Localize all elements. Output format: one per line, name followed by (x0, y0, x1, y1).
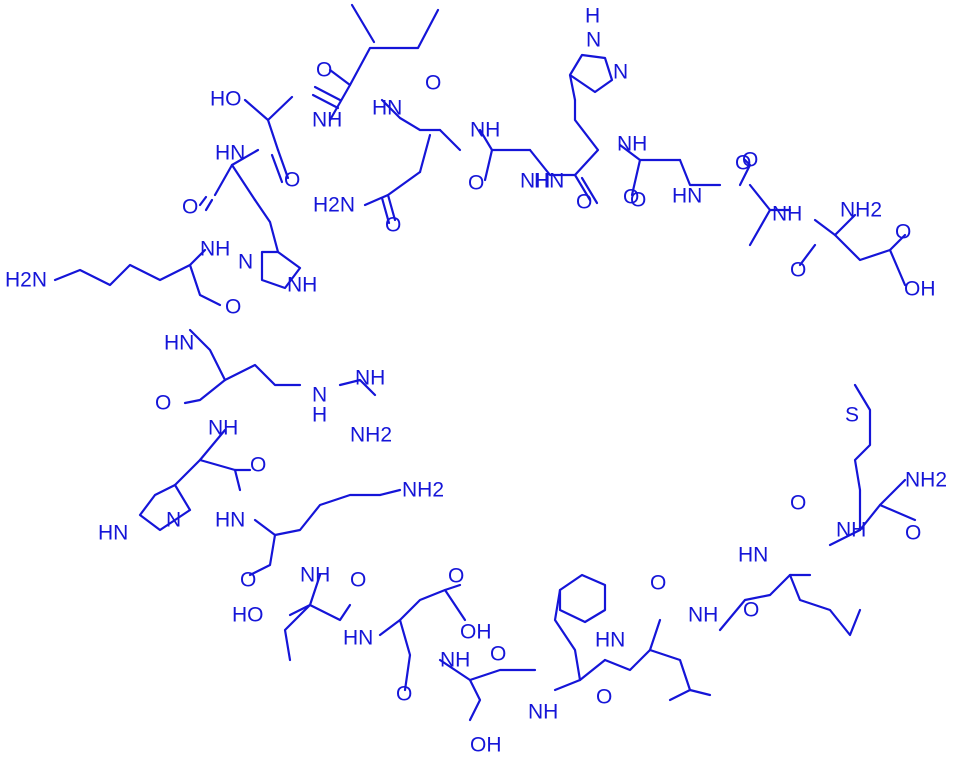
atom-label: NH (772, 203, 802, 226)
atom-label: HO (210, 88, 242, 111)
atom-label: HO (232, 604, 264, 627)
atom-label: N (613, 61, 628, 84)
atom-label: HN (372, 97, 402, 120)
atom-label: OH (904, 278, 936, 301)
atom-labels: HO NH HN O O NH HN O O O NH H N N NH O H… (5, 5, 947, 757)
atom-label: O (742, 149, 758, 172)
atom-label: O (155, 392, 171, 415)
atom-label: NH (287, 274, 317, 297)
atom-label: O (396, 683, 412, 706)
atom-label: O (182, 196, 198, 219)
atom-label: O (650, 572, 666, 595)
atom-label: HN (343, 627, 373, 650)
atom-label: NH (617, 133, 647, 156)
atom-label: NH (470, 119, 500, 142)
atom-label: NH (355, 367, 385, 390)
atom-label: NH (200, 238, 230, 261)
atom-label: NH (528, 701, 558, 724)
atom-label: O (240, 569, 256, 592)
atom-label: O (468, 172, 484, 195)
atom-label: N (238, 251, 253, 274)
atom-label: O (316, 59, 332, 82)
atom-label: OH (470, 734, 502, 757)
atom-label: O (284, 169, 300, 192)
atom-label: NH2 (840, 199, 882, 222)
atom-label: N (312, 384, 327, 407)
atom-label: O (895, 221, 911, 244)
atom-label: HN (534, 170, 564, 193)
atom-label: HN (164, 332, 194, 355)
atom-label: NH (520, 170, 550, 193)
atom-label: H (585, 5, 600, 28)
atom-label: O (350, 569, 366, 592)
atom-label: HN (595, 629, 625, 652)
atom-label: O (905, 522, 921, 545)
atom-label: HN (672, 185, 702, 208)
atom-label: HN (215, 142, 245, 165)
atom-label: H2N (313, 194, 355, 217)
atom-label: O (425, 72, 441, 95)
atom-label: S (845, 404, 859, 427)
atom-label: NH (836, 519, 866, 542)
atom-label: O (576, 191, 592, 214)
atom-label: HN (215, 509, 245, 532)
atom-label: NH2 (905, 469, 947, 492)
atom-label: H (312, 404, 327, 427)
atom-label: O (790, 259, 806, 282)
atom-label: N (586, 29, 601, 52)
atom-label: NH (208, 417, 238, 440)
atom-label: NH (440, 649, 470, 672)
atom-label: O (790, 492, 806, 515)
atom-label: O (623, 186, 639, 209)
atom-label: OH (460, 621, 492, 644)
atom-label: NH (312, 109, 342, 132)
bond-lines (53, 3, 917, 722)
atom-label: HN (98, 522, 128, 545)
atom-label: NH (300, 564, 330, 587)
atom-label: NH2 (350, 424, 392, 447)
atom-label: O (225, 296, 241, 319)
atom-label: H2N (5, 269, 47, 292)
atom-label: HN (738, 544, 768, 567)
atom-label: NH (688, 604, 718, 627)
atom-label: O (735, 152, 751, 175)
atom-label: NH2 (402, 479, 444, 502)
atom-label: O (448, 565, 464, 588)
atom-label: O (630, 189, 646, 212)
atom-label: O (385, 214, 401, 237)
atom-label: O (250, 454, 266, 477)
atom-label: O (596, 686, 612, 709)
atom-label: N (166, 509, 181, 532)
atom-label: O (490, 643, 506, 666)
atom-label: O (743, 599, 759, 622)
